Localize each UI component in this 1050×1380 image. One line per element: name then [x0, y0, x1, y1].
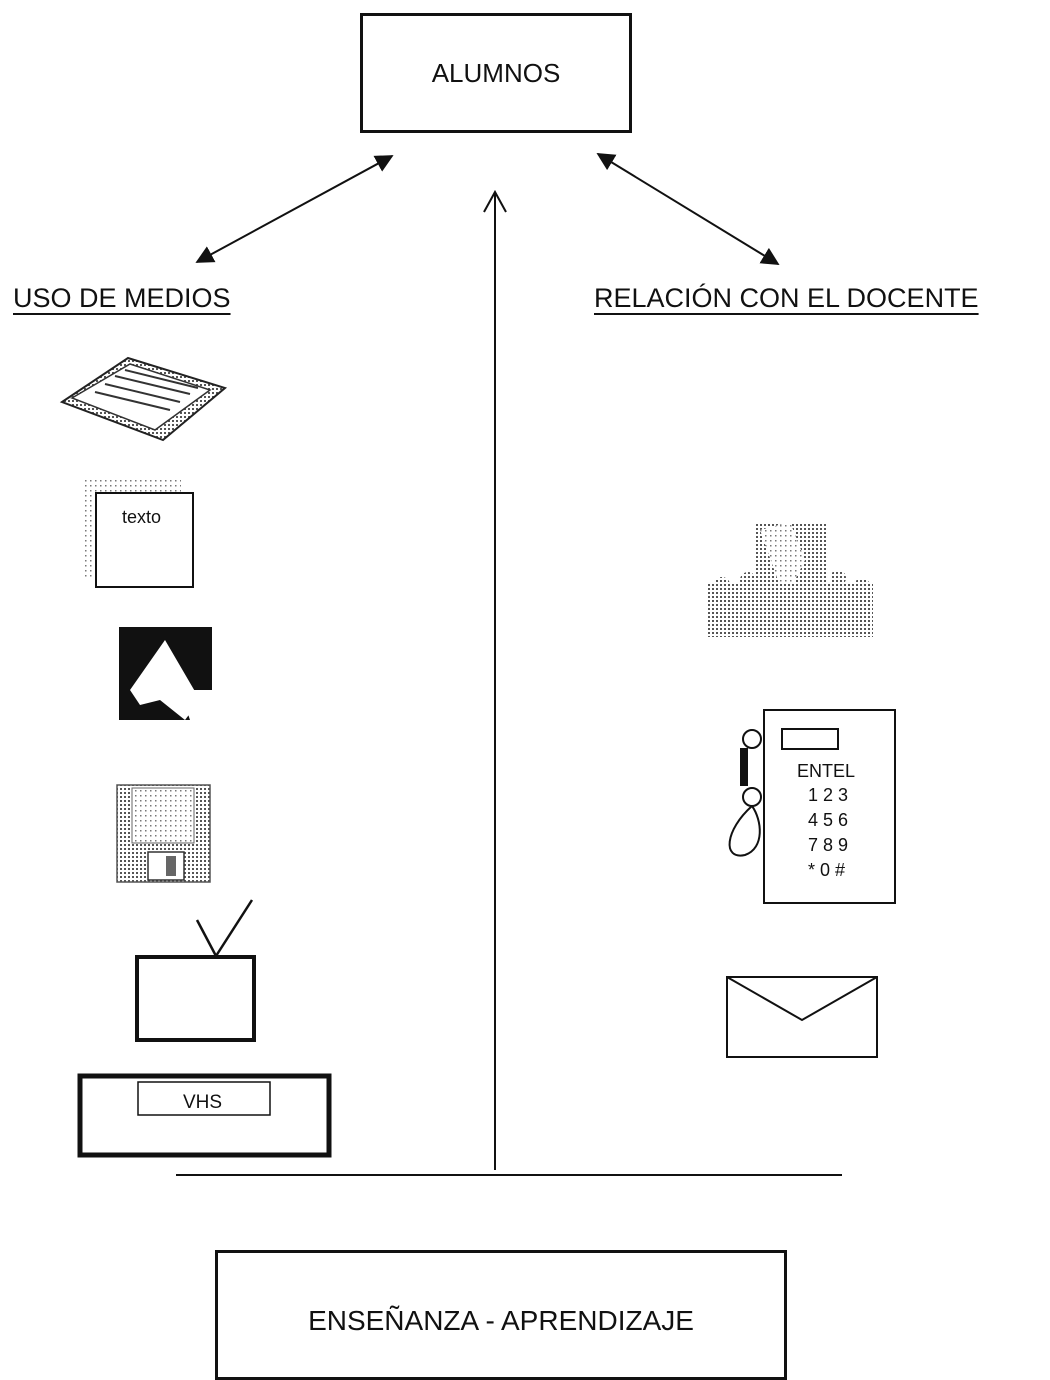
teacher-classroom-icon — [708, 522, 873, 637]
media-heading: USO DE MEDIOS — [13, 283, 231, 313]
arrow-to-teacher — [596, 153, 780, 265]
teacher-relation-heading: RELACIÓN CON EL DOCENTE — [594, 283, 979, 313]
alumnos-label: ALUMNOS — [431, 57, 561, 88]
floppy-disk-icon — [116, 784, 211, 883]
arrow-to-media — [195, 155, 394, 263]
entel-label: ENTEL — [797, 761, 855, 781]
text-page-icon: texto — [83, 480, 194, 588]
ensenanza-aprendizaje-box: ENSEÑANZA - APRENDIZAJE — [215, 1250, 787, 1380]
television-icon — [135, 899, 256, 1042]
alumnos-box: ALUMNOS — [360, 13, 632, 133]
slide-icon — [119, 627, 212, 720]
keypad-row-3: 7 8 9 — [808, 835, 848, 855]
keypad-row-2: 4 5 6 — [808, 810, 848, 830]
keypad-row-4: * 0 # — [808, 860, 845, 880]
ensenanza-aprendizaje-label: ENSEÑANZA - APRENDIZAJE — [308, 1305, 694, 1336]
newspaper-icon — [59, 356, 228, 442]
payphone-icon: ENTEL 1 2 3 4 5 6 7 8 9 * 0 # — [728, 709, 896, 904]
vcr-icon: VHS — [77, 1073, 332, 1158]
keypad-row-1: 1 2 3 — [808, 785, 848, 805]
vhs-label: VHS — [183, 1092, 222, 1113]
texto-label: texto — [122, 507, 161, 527]
envelope-icon — [726, 976, 878, 1058]
vertical-arrow — [483, 189, 507, 1170]
